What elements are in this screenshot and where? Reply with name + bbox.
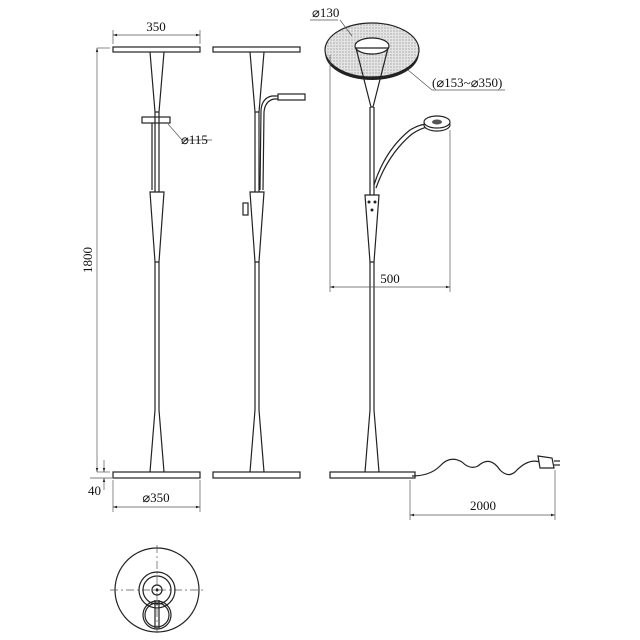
base — [112, 471, 201, 479]
switch — [242, 202, 249, 216]
reading-head — [277, 93, 306, 101]
shade-stem — [149, 51, 165, 113]
shade-top — [112, 46, 201, 53]
perspective-view: ⌀130 (⌀153~⌀350) 500 2000 — [310, 5, 560, 520]
base — [212, 471, 301, 479]
dim-base-diameter: ⌀350 — [142, 490, 169, 505]
reading-head-outline — [142, 600, 172, 630]
side-view — [212, 46, 306, 479]
dim-shade-width: 350 — [146, 19, 166, 34]
dim-reach: 500 — [380, 271, 400, 286]
dim-height: 1800 — [80, 247, 95, 273]
reading-arm — [373, 123, 429, 186]
dim-inner-diameter: ⌀130 — [312, 5, 339, 20]
dim-base-height: 40 — [88, 483, 101, 498]
shade-top — [212, 46, 301, 53]
front-view: 350 ⌀115 1800 40 ⌀350 — [80, 19, 212, 512]
lower-taper — [149, 191, 165, 263]
dim-disc-diameter: ⌀115 — [181, 132, 208, 147]
dim-shade-range: (⌀153~⌀350) — [432, 75, 502, 90]
plan-view — [110, 545, 204, 634]
small-disc — [141, 116, 171, 124]
power-cable — [411, 458, 541, 477]
reading-arm — [259, 95, 280, 191]
plug — [537, 455, 555, 469]
base — [329, 471, 416, 479]
dim-cable-length: 2000 — [470, 498, 496, 513]
